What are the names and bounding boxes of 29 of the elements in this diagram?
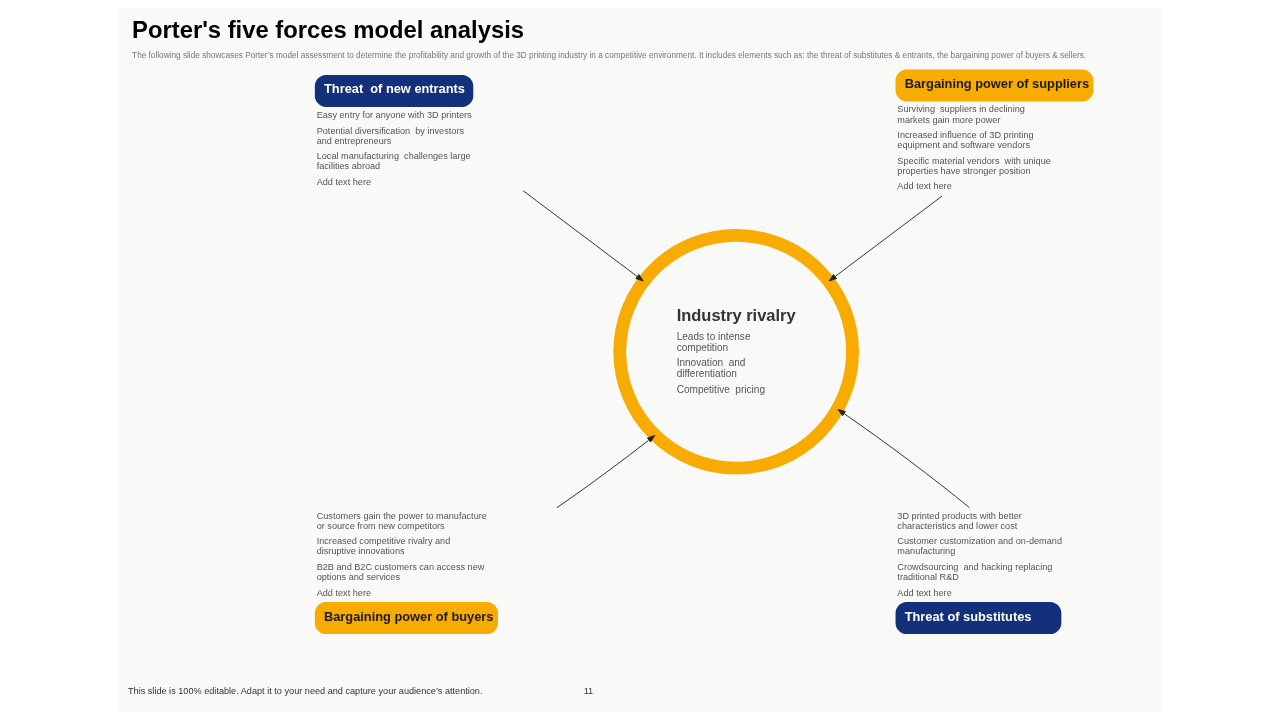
node-box: Threat of new entrants	[314, 74, 474, 107]
node-label: Local manufacturing challenges large facilities abroad	[316, 151, 471, 172]
node-label: Customers gain the power to manufacture or source from new competitors	[316, 510, 487, 531]
node-box: Bargaining power of buyers	[314, 602, 499, 635]
node-label: Add text here	[316, 176, 372, 187]
label: This slide is 100% editable. Adapt it to your need and capture your audience’s attention.	[127, 686, 483, 697]
caption: The following slide showcases Porter’s model assessment to determine the profitability and growth of the 3D printing industry in a competitive environment. It includes elements such as: the threat of substitutes & entrants, the bargaining power of buyers & sellers.	[132, 51, 1087, 61]
diagram-title: Porter's five forces model analysis	[132, 15, 524, 43]
node-label: B2B and B2C customers can access new options and services	[316, 562, 485, 583]
node-label: Surviving suppliers in declining markets gain more power	[897, 104, 1025, 125]
node-label: Add text here	[316, 587, 372, 598]
node-label: Easy entry for anyone with 3D printers	[316, 109, 472, 120]
node-label: Potential diversification by investors and entrepreneurs	[316, 125, 465, 146]
node-label: Customer customization and on-demand manufacturing	[897, 536, 1062, 557]
node-label: 3D printed products with better characteristics and lower cost	[897, 510, 1022, 531]
node-label: Increased influence of 3D printing equipment and software vendors	[897, 130, 1034, 151]
arrow	[828, 195, 943, 282]
node-label: Crowdsourcing and hacking replacing traditional R&D	[897, 562, 1053, 583]
node-box: Bargaining power of suppliers	[895, 69, 1094, 102]
arrow	[522, 190, 644, 282]
node-box: Threat of substitutes	[895, 602, 1062, 635]
arrow	[837, 409, 970, 509]
node-circle: Industry rivalry Leads to intense competition Innovation and differentiation Competitive pricing	[613, 228, 859, 475]
arrow	[556, 435, 656, 509]
node-label: Add text here	[897, 587, 952, 598]
node-label: Specific material vendors with unique properties have stronger position	[897, 155, 1051, 176]
node-label: Increased competitive rivalry and disruptive innovations	[316, 536, 451, 557]
node-label: Add text here	[897, 181, 952, 192]
label: 11	[583, 686, 594, 697]
